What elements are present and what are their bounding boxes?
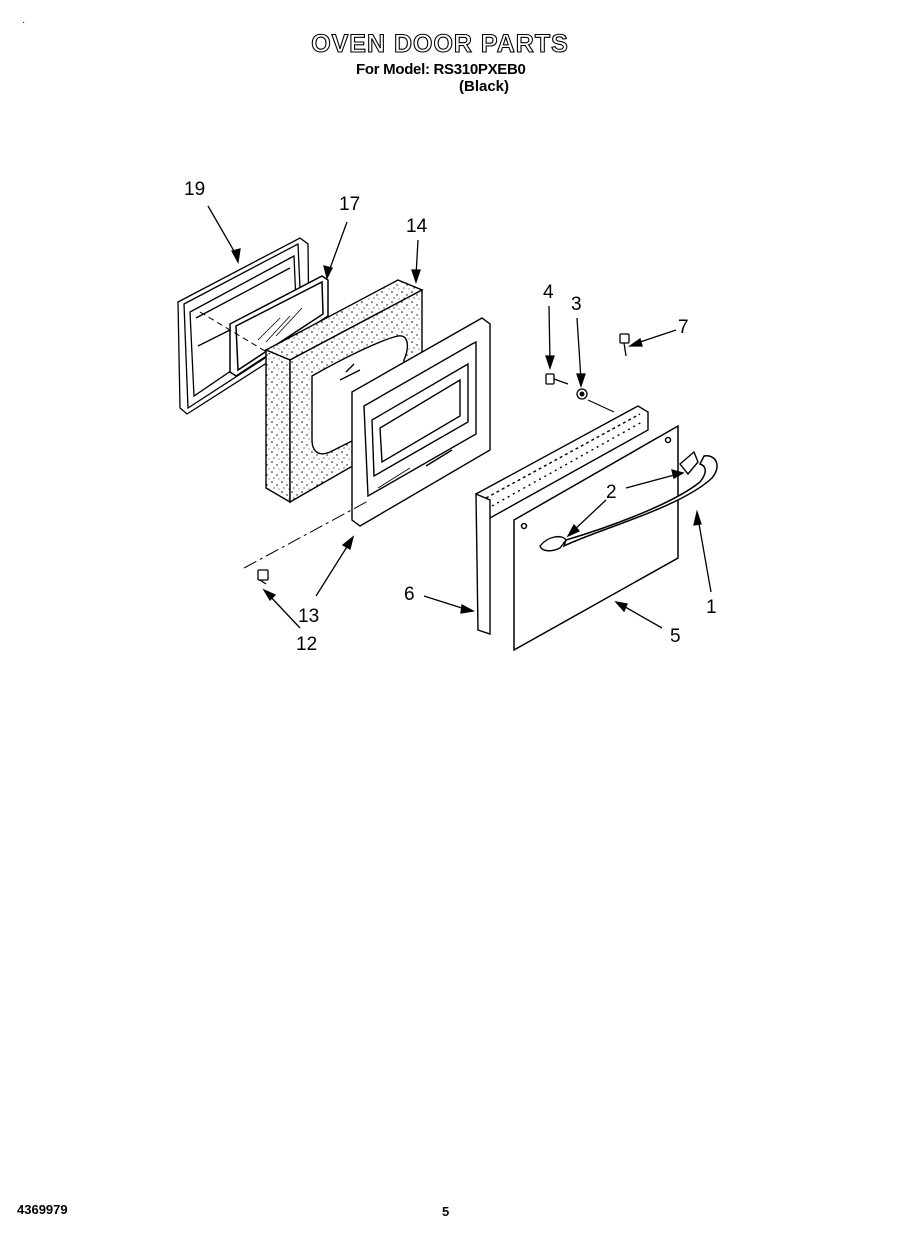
part-1-handle (562, 455, 718, 548)
callout-1: 1 (706, 597, 717, 618)
callout-14: 14 (406, 216, 428, 237)
part-7-screw (619, 333, 630, 357)
part-5-outer-panel (513, 424, 679, 652)
part-13-inner-panel (351, 317, 491, 527)
callout-labels: 19 17 14 4 3 7 2 1 6 5 13 12 (184, 179, 717, 655)
callout-2: 2 (606, 482, 617, 503)
document-number: 4369979 (17, 1202, 68, 1217)
page-number: 5 (442, 1204, 450, 1219)
part-6-outer-frame (475, 405, 649, 635)
part-17-glass-pane (229, 275, 329, 377)
color-line: (Black) (459, 78, 510, 95)
callout-7: 7 (678, 317, 689, 338)
part-2-end-caps (539, 450, 699, 552)
callout-3: 3 (571, 294, 582, 315)
part-3-washer (576, 388, 588, 400)
corner-mark: · (22, 17, 26, 28)
callout-6: 6 (404, 584, 415, 605)
callout-19: 19 (184, 179, 205, 200)
callout-12: 12 (296, 634, 317, 655)
assembly-lines (199, 311, 615, 569)
part-12-screw (257, 569, 269, 585)
callout-17: 17 (339, 194, 360, 215)
callout-5: 5 (670, 626, 681, 647)
callout-13: 13 (298, 606, 319, 627)
fasteners (257, 333, 630, 585)
page-title: OVEN DOOR PARTS (311, 29, 569, 58)
part-4-screw (545, 373, 569, 385)
leader-arrows (207, 205, 712, 629)
model-line: For Model: RS310PXEB0 (356, 61, 526, 78)
callout-4: 4 (543, 282, 554, 303)
